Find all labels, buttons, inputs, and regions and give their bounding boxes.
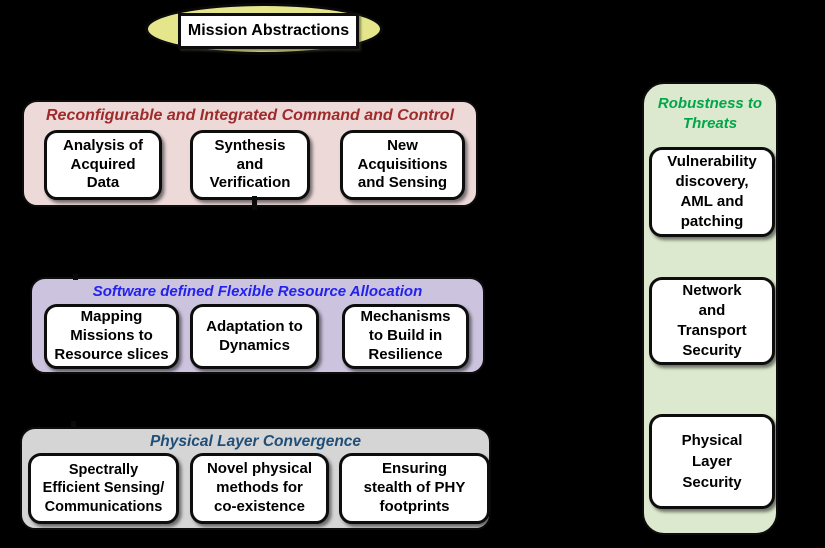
box-vulnerability-discovery-aml-and-patching: Vulnerability discovery, AML and patchin… [649, 147, 775, 237]
section-physical-layer-convergence: Physical Layer Convergence Spectrally Ef… [20, 427, 491, 530]
mission-abstractions-label: Mission Abstractions [178, 13, 359, 49]
box-new-acquisitions-and-sensing: New Acquisitions and Sensing [340, 130, 465, 200]
section-title-physical-layer-convergence: Physical Layer Convergence [149, 433, 362, 450]
connector-stub-top-physical-layer [71, 421, 76, 429]
section-title-robustness-to-threats: Robustness to Threats [657, 95, 763, 132]
box-physical-layer-security: Physical Layer Security [649, 414, 775, 509]
box-mapping-missions-to-resource-slices: Mapping Missions to Resource slices [44, 304, 179, 369]
connector-stub-below-synthesis [252, 196, 257, 210]
section-command-control: Reconfigurable and Integrated Command an… [22, 100, 478, 207]
section-title-resource-allocation: Software defined Flexible Resource Alloc… [92, 283, 423, 300]
box-novel-physical-methods-for-coexistence: Novel physical methods for co-existence [190, 453, 329, 524]
section-robustness-to-threats: Robustness to Threats Vulnerability disc… [642, 82, 778, 535]
box-analysis-of-acquired-data: Analysis of Acquired Data [44, 130, 162, 200]
box-synthesis-and-verification: Synthesis and Verification [190, 130, 310, 200]
section-resource-allocation: Software defined Flexible Resource Alloc… [30, 277, 485, 374]
box-spectrally-efficient-sensing-communications: Spectrally Efficient Sensing/ Communicat… [28, 453, 179, 524]
section-title-command-control: Reconfigurable and Integrated Command an… [45, 107, 455, 124]
connector-stub-top-resource-allocation [73, 274, 78, 280]
box-adaptation-to-dynamics: Adaptation to Dynamics [190, 304, 319, 369]
box-mechanisms-to-build-in-resilience: Mechanisms to Build in Resilience [342, 304, 469, 369]
box-ensuring-stealth-of-phy-footprints: Ensuring stealth of PHY footprints [339, 453, 490, 524]
box-network-and-transport-security: Network and Transport Security [649, 277, 775, 365]
